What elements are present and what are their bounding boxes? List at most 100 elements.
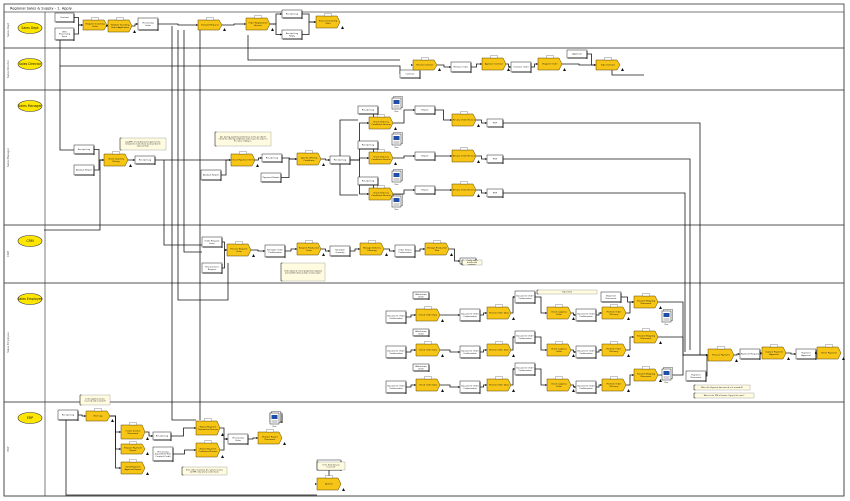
activity-task[interactable]: Check Order Data: [415, 306, 444, 322]
data-object[interactable]: Contract Order: [510, 61, 532, 73]
activity-task[interactable]: Check Order Data: [415, 341, 444, 357]
activity-task[interactable]: Review Order Data: [486, 341, 515, 357]
data-object[interactable]: Receipt Log: [134, 155, 156, 165]
activity-task[interactable]: Review Order Data: [486, 376, 515, 392]
data-object[interactable]: Analysis Report: [73, 164, 95, 176]
document-icon[interactable]: Doc: [391, 169, 403, 187]
activity-task[interactable]: Approve Contract: [481, 55, 510, 71]
activity-task[interactable]: Forward Request: [197, 17, 226, 31]
activity-task[interactable]: Sign Contract: [595, 57, 624, 71]
data-object[interactable]: Receipt Log: [261, 153, 283, 163]
activity-task[interactable]: Post Log: [85, 408, 114, 422]
activity-task[interactable]: Check Order Data: [415, 376, 444, 392]
activity-task[interactable]: Process Payment: [707, 346, 738, 362]
document-icon[interactable]: Doc: [391, 194, 403, 212]
data-object[interactable]: Report: [414, 185, 436, 195]
activity-task[interactable]: Check Payment Terms: [230, 151, 259, 167]
data-object[interactable]: Receipt Log: [281, 9, 303, 19]
activity-task[interactable]: Register Order: [537, 55, 566, 71]
data-object[interactable]: PDF: [486, 188, 504, 198]
activity-task[interactable]: Review Order Data: [486, 304, 515, 320]
activity-task[interactable]: Archive: [316, 475, 345, 491]
data-object[interactable]: Report: [414, 105, 436, 115]
data-object[interactable]: Approval: [566, 49, 588, 59]
activity-task[interactable]: Review Contract: [412, 57, 441, 71]
document-icon[interactable]: Doc: [391, 96, 403, 114]
activity-task[interactable]: Settle Payment: [816, 344, 845, 360]
document-icon[interactable]: Doc: [269, 411, 281, 429]
data-object[interactable]: Receipt Log: [73, 144, 95, 155]
activity-task[interactable]: Review Order Review: [451, 111, 480, 127]
document-icon[interactable]: Doc: [661, 367, 673, 385]
data-object[interactable]: Receipt Log: [152, 431, 172, 441]
data-object[interactable]: PDF: [486, 154, 504, 164]
activity-task[interactable]: Review Order Review: [451, 147, 480, 163]
data-object[interactable]: Receipt Log: [357, 140, 379, 150]
document-icon[interactable]: Doc: [391, 132, 403, 150]
data-object[interactable]: PDF: [486, 118, 504, 128]
data-object[interactable]: Payment Report: [260, 172, 282, 183]
data-object[interactable]: Report: [414, 151, 436, 161]
activity-task[interactable]: Review Order Review: [451, 181, 480, 197]
data-object[interactable]: Contract: [399, 69, 421, 79]
data-object[interactable]: Receipt Log: [357, 105, 379, 115]
data-object[interactable]: Release Order: [450, 61, 472, 73]
data-object[interactable]: Payment Request: [739, 348, 761, 360]
data-object[interactable]: Receipt Log: [329, 155, 351, 165]
data-object[interactable]: Analysis Report: [200, 169, 222, 181]
data-object[interactable]: Contract: [54, 12, 75, 23]
